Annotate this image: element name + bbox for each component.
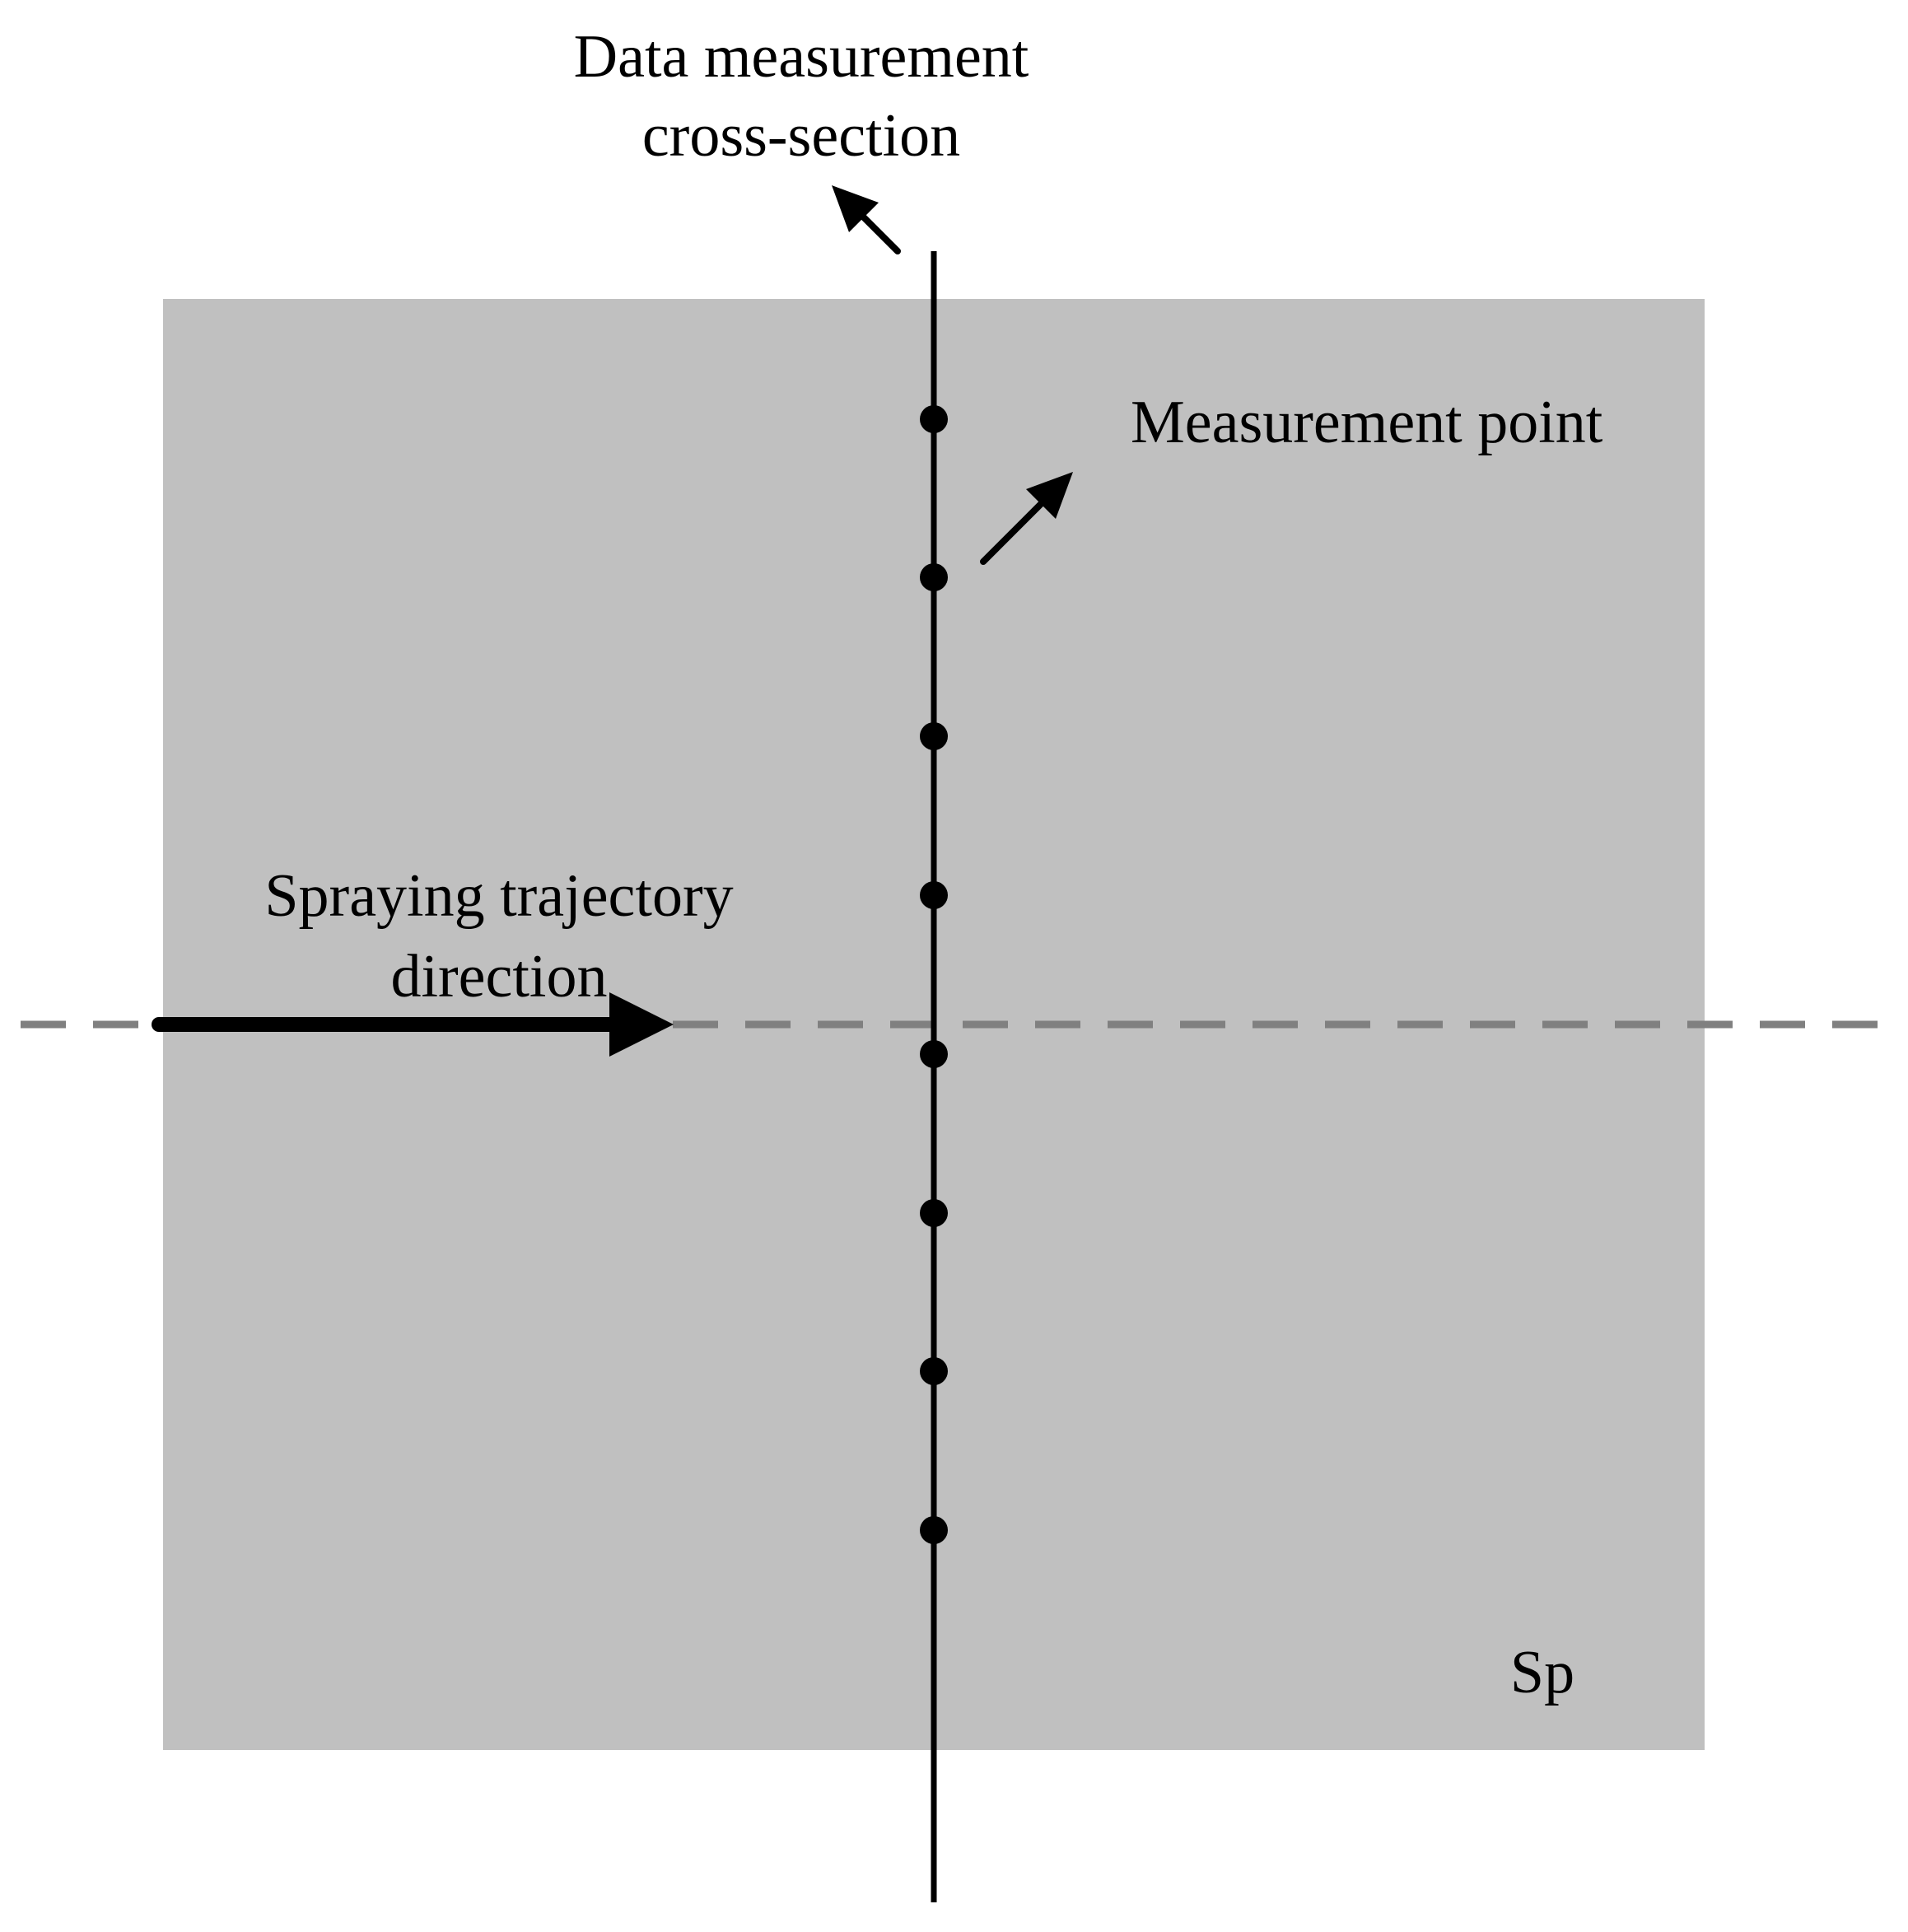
measurement-points (920, 405, 948, 1544)
measurement-point (920, 563, 948, 591)
measurement-point-pointer-arrow (980, 472, 1073, 565)
measurement-point (920, 881, 948, 909)
measurement-point (920, 1199, 948, 1227)
trajectory-label-line1: Spraying trajectory (264, 862, 733, 930)
measurement-point (920, 1357, 948, 1385)
trajectory-label-line2: direction (390, 943, 607, 1010)
cross-section-pointer-arrow (832, 185, 901, 254)
cross-section-label-line2: cross-section (642, 102, 960, 170)
measurement-point (920, 722, 948, 750)
measurement-point (920, 1516, 948, 1544)
cross-section-label-line1: Data measurement (574, 23, 1029, 91)
measurement-point (920, 405, 948, 433)
measurement-point-label: Measurement point (1131, 389, 1603, 456)
surface-label: Sp (1510, 1639, 1574, 1706)
measurement-point (920, 1040, 948, 1068)
trajectory-arrow (152, 992, 674, 1057)
